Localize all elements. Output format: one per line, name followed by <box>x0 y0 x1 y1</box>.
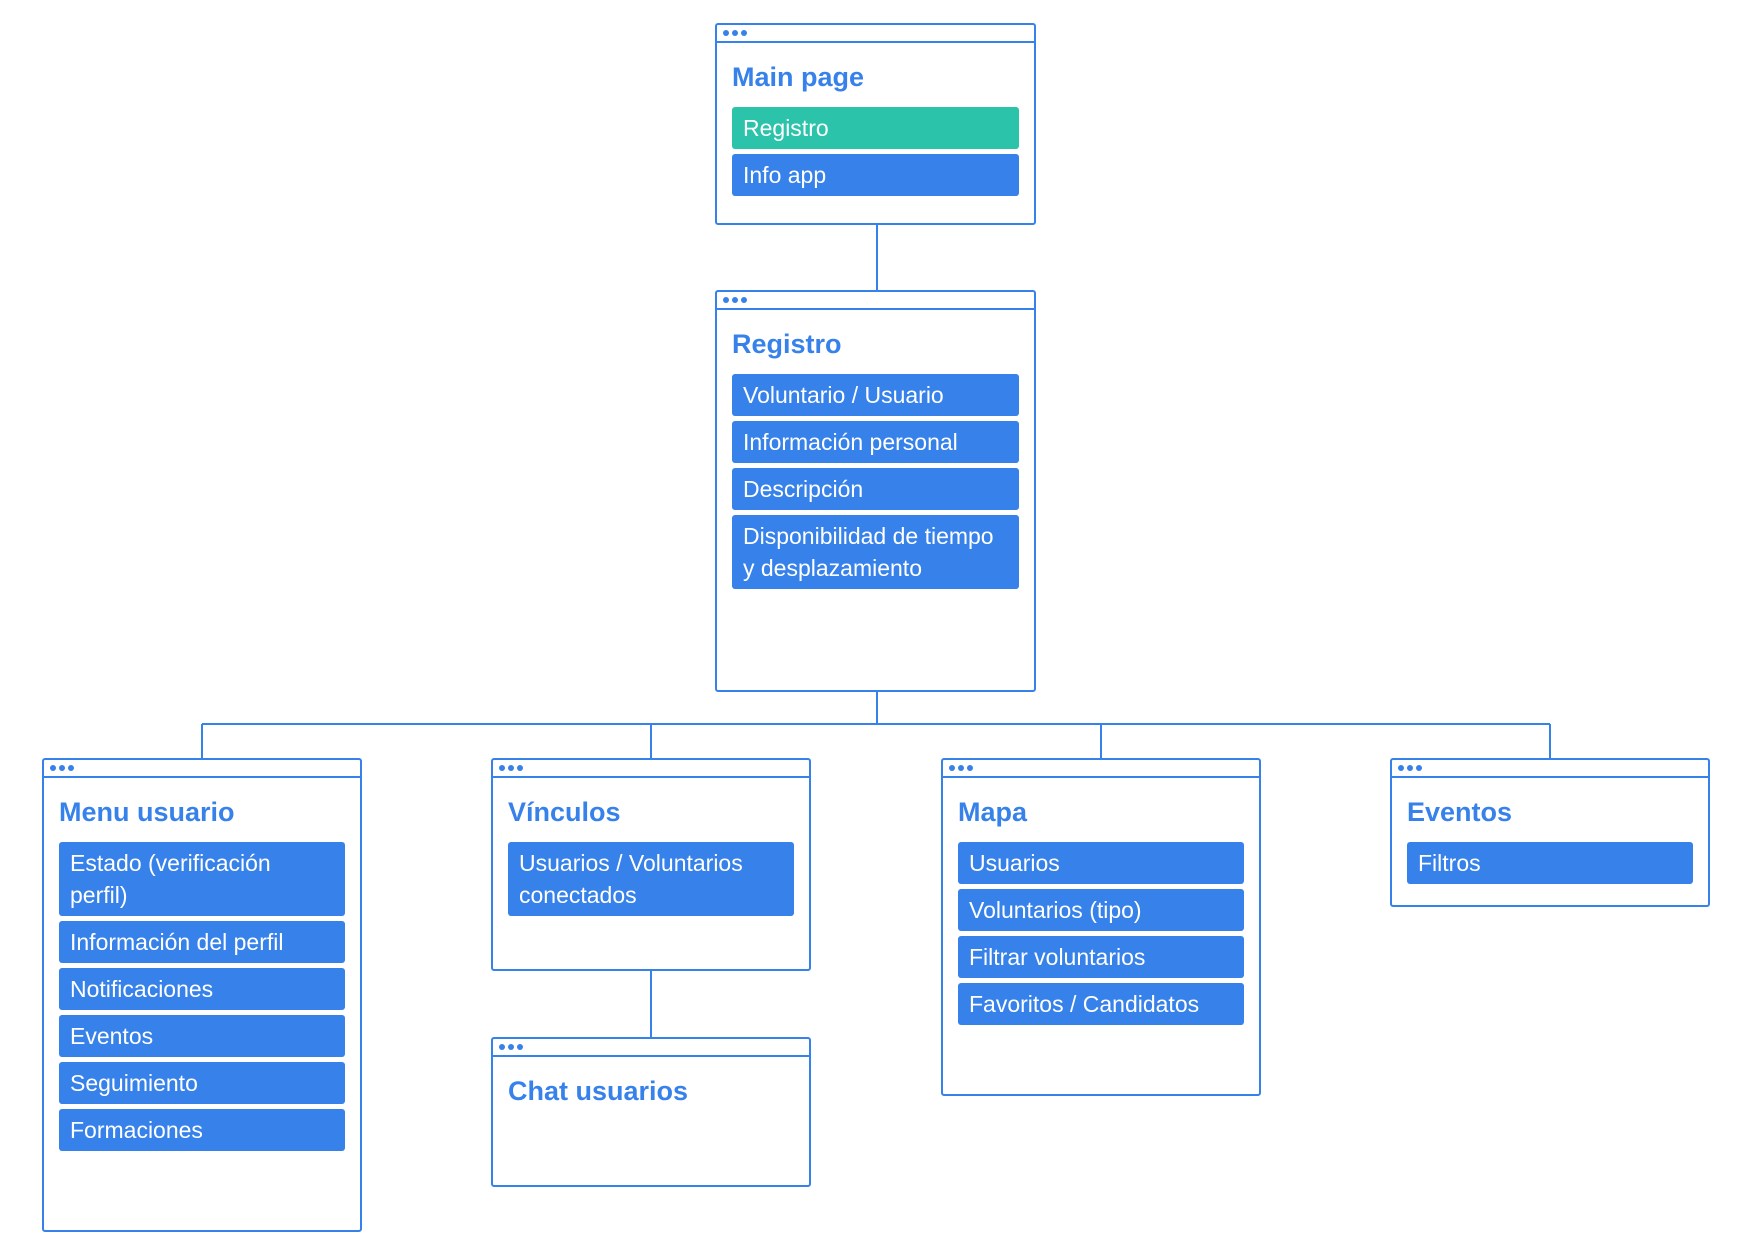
item-registro[interactable]: Registro <box>732 107 1019 149</box>
window-dots-icon <box>723 30 747 36</box>
item-filtros[interactable]: Filtros <box>1407 842 1693 884</box>
window-titlebar <box>493 1039 809 1057</box>
item-eventos[interactable]: Eventos <box>59 1015 345 1057</box>
window-registro: Registro Voluntario / Usuario Informació… <box>715 290 1036 692</box>
item-informacion-perfil[interactable]: Información del perfil <box>59 921 345 963</box>
window-dots-icon <box>50 765 74 771</box>
window-dots-icon <box>499 765 523 771</box>
item-disponibilidad[interactable]: Disponibilidad de tiempo y desplazamient… <box>732 515 1019 589</box>
window-title: Mapa <box>958 797 1028 827</box>
window-chat-usuarios: Chat usuarios <box>491 1037 811 1187</box>
window-title: Registro <box>732 329 842 359</box>
item-descripcion[interactable]: Descripción <box>732 468 1019 510</box>
window-titlebar <box>1392 760 1708 778</box>
item-voluntarios-tipo[interactable]: Voluntarios (tipo) <box>958 889 1244 931</box>
window-titlebar <box>493 760 809 778</box>
item-notificaciones[interactable]: Notificaciones <box>59 968 345 1010</box>
window-title: Eventos <box>1407 797 1513 827</box>
window-eventos: Eventos Filtros <box>1390 758 1710 907</box>
window-titlebar <box>717 292 1034 310</box>
window-title: Chat usuarios <box>508 1076 689 1106</box>
window-dots-icon <box>1398 765 1422 771</box>
window-titlebar <box>44 760 360 778</box>
window-dots-icon <box>723 297 747 303</box>
item-info-app[interactable]: Info app <box>732 154 1019 196</box>
window-dots-icon <box>949 765 973 771</box>
window-titlebar <box>943 760 1259 778</box>
window-titlebar <box>717 25 1034 43</box>
window-vinculos: Vínculos Usuarios / Voluntarios conectad… <box>491 758 811 971</box>
window-title: Vínculos <box>508 797 621 827</box>
window-main-page: Main page Registro Info app <box>715 23 1036 225</box>
item-informacion-personal[interactable]: Información personal <box>732 421 1019 463</box>
item-usuarios-voluntarios-conectados[interactable]: Usuarios / Voluntarios conectados <box>508 842 794 916</box>
window-title: Main page <box>732 62 865 92</box>
window-dots-icon <box>499 1044 523 1050</box>
item-formaciones[interactable]: Formaciones <box>59 1109 345 1151</box>
item-favoritos-candidatos[interactable]: Favoritos / Candidatos <box>958 983 1244 1025</box>
window-mapa: Mapa Usuarios Voluntarios (tipo) Filtrar… <box>941 758 1261 1096</box>
item-estado[interactable]: Estado (verificación perfil) <box>59 842 345 916</box>
item-seguimiento[interactable]: Seguimiento <box>59 1062 345 1104</box>
item-usuarios[interactable]: Usuarios <box>958 842 1244 884</box>
item-filtrar-voluntarios[interactable]: Filtrar voluntarios <box>958 936 1244 978</box>
window-menu-usuario: Menu usuario Estado (verificación perfil… <box>42 758 362 1232</box>
window-title: Menu usuario <box>59 797 235 827</box>
item-voluntario-usuario[interactable]: Voluntario / Usuario <box>732 374 1019 416</box>
